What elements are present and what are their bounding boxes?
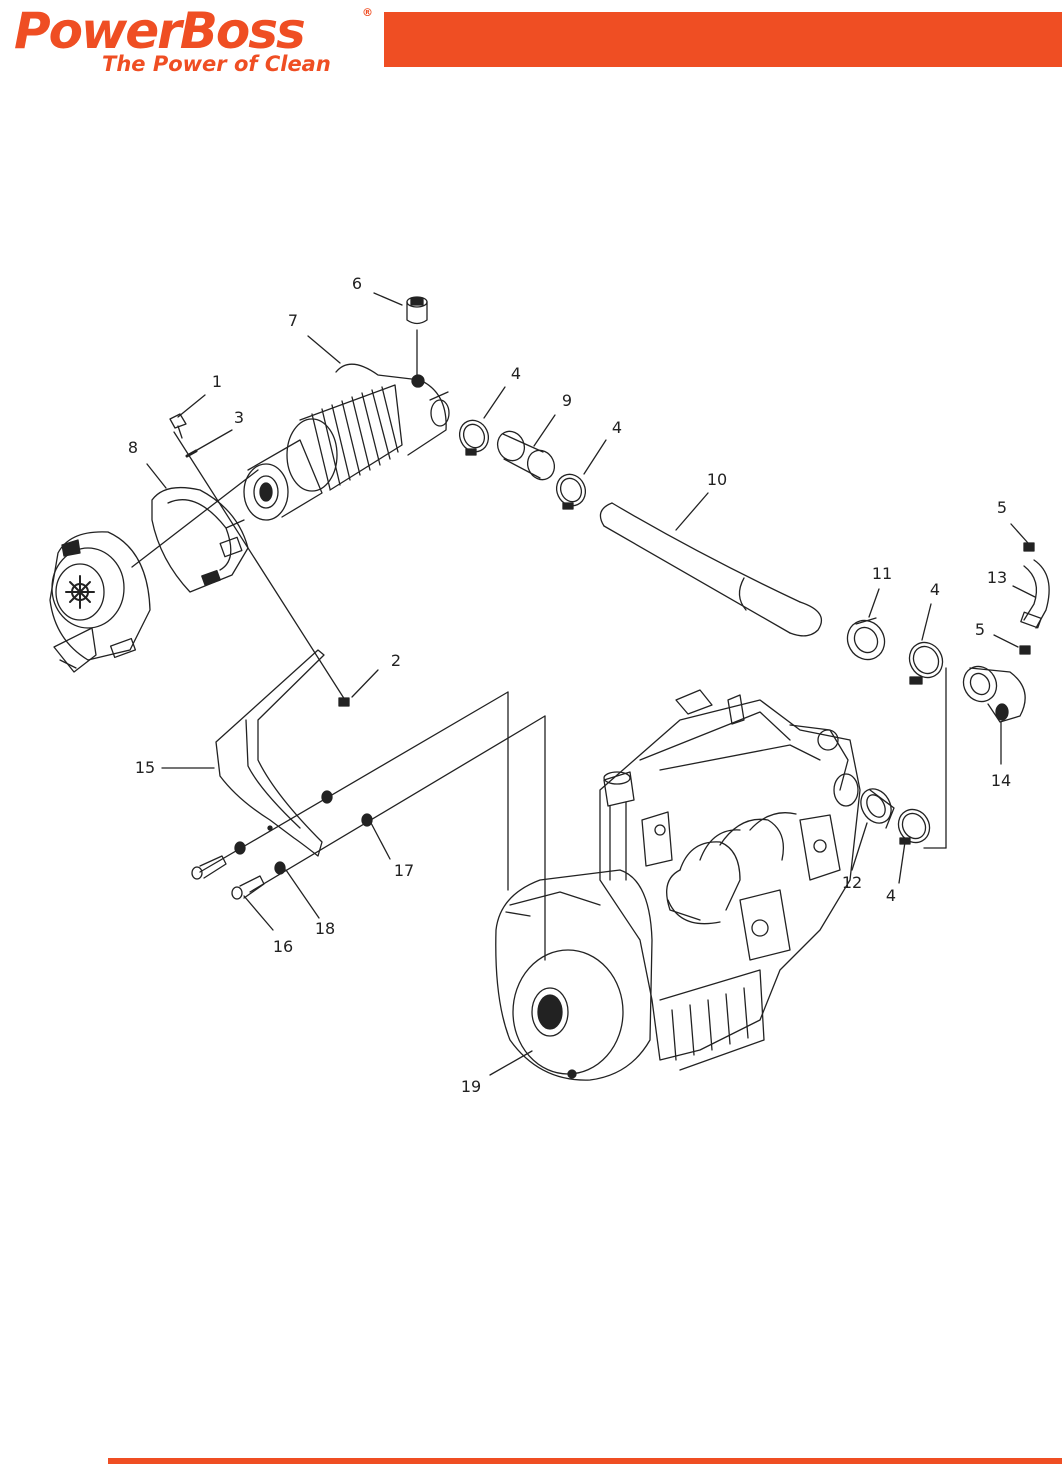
part-18-washer-b	[274, 861, 286, 875]
callout-4-second: 4	[611, 418, 623, 437]
part-3-washer	[185, 449, 198, 458]
part-5-fitting-bottom	[1019, 645, 1031, 655]
callout-8: 8	[127, 438, 139, 457]
callout-7: 7	[287, 311, 299, 330]
part-17-washer-a	[321, 790, 333, 804]
part-12-adapter	[860, 788, 895, 829]
logo-wordmark: PowerBoss	[14, 2, 306, 60]
footer-bar	[108, 1458, 1062, 1464]
callout-9: 9	[561, 391, 573, 410]
callout-11: 11	[871, 564, 893, 583]
part-13-elbow-tube	[1020, 559, 1050, 629]
callout-5-bottom: 5	[974, 620, 986, 639]
part-4-clamp-d	[897, 808, 931, 845]
callout-4-right: 4	[929, 580, 941, 599]
callout-10: 10	[706, 470, 728, 489]
part-6-cap	[406, 296, 428, 325]
part-16-bolt-b	[231, 875, 265, 900]
header-bar	[384, 12, 1062, 67]
part-19-engine	[495, 689, 861, 1081]
callout-3: 3	[233, 408, 245, 427]
logo-registered-mark: ®	[362, 6, 373, 19]
callout-18: 18	[314, 919, 336, 938]
callout-14: 14	[990, 771, 1012, 790]
part-8-mounting-band	[151, 486, 249, 593]
part-7-filter-element	[243, 439, 323, 521]
callout-4-top: 4	[510, 364, 522, 383]
part-4-clamp-c	[908, 641, 944, 685]
part-4-clamp-a	[458, 419, 490, 456]
part-14-elbow	[962, 665, 1026, 723]
callout-17: 17	[393, 861, 415, 880]
callout-2: 2	[390, 651, 402, 670]
callout-13: 13	[986, 568, 1008, 587]
part-5-fitting-top	[1023, 542, 1035, 552]
part-17-washer-b	[361, 813, 373, 827]
callout-15: 15	[134, 758, 156, 777]
callout-19: 19	[460, 1077, 482, 1096]
part-7-air-cleaner	[286, 363, 450, 492]
part-precleaner-cup	[49, 531, 151, 673]
callout-6: 6	[351, 274, 363, 293]
part-18-washer-a	[234, 841, 246, 855]
part-11-reducer	[846, 617, 886, 661]
part-16-bolt-a	[191, 855, 227, 880]
callout-1: 1	[211, 372, 223, 391]
callout-4-lower: 4	[885, 886, 897, 905]
part-9-coupler	[496, 430, 556, 481]
callout-16: 16	[272, 937, 294, 956]
part-15-bracket	[215, 649, 325, 857]
powerboss-logo: PowerBoss ® The Power of Clean	[14, 2, 384, 76]
leader-lines	[131, 292, 1036, 1076]
callout-12: 12	[841, 873, 863, 892]
part-4-clamp-b	[555, 473, 587, 510]
logo-tagline: The Power of Clean	[102, 52, 331, 76]
callout-5-top: 5	[996, 498, 1008, 517]
part-1-bolt	[169, 413, 187, 439]
part-10-intake-hose	[599, 502, 823, 637]
part-2-nut	[338, 697, 350, 707]
